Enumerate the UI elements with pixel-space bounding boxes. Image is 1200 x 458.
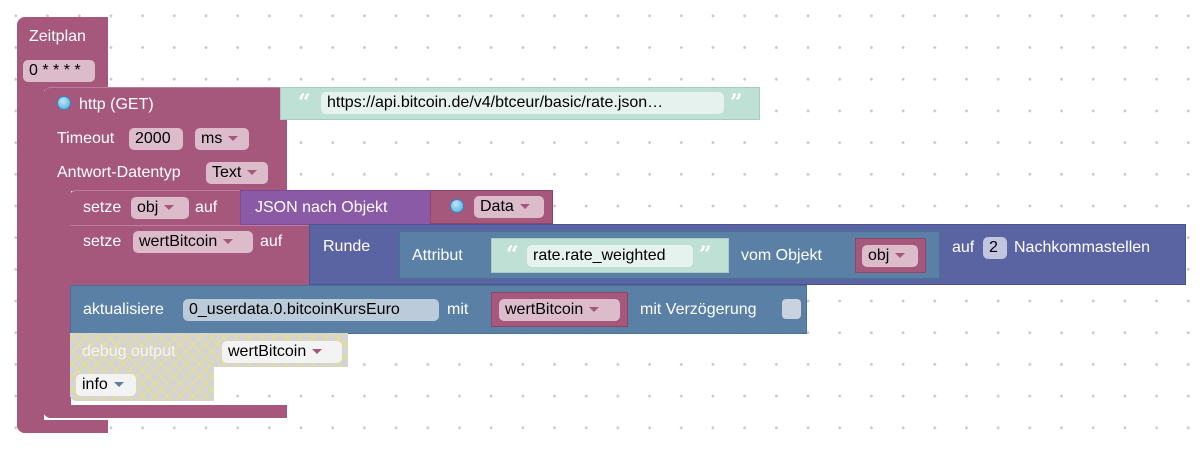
http-title: http (GET) — [79, 96, 154, 113]
debug-label: debug output — [82, 343, 176, 360]
wert-variable-dropdown[interactable]: wertBitcoin — [133, 231, 253, 253]
chevron-down-icon — [228, 136, 239, 142]
chevron-down-icon — [312, 349, 323, 355]
data-variable-value: Data — [480, 198, 514, 215]
data-variable-dropdown[interactable]: Data — [474, 196, 544, 218]
http-block-bottom — [43, 405, 287, 418]
response-type-label: Antwort-Datentyp — [57, 164, 181, 181]
timeout-unit-value: ms — [201, 130, 223, 147]
open-quote-icon: “ — [298, 90, 311, 116]
chevron-down-icon — [113, 382, 124, 388]
update-var-value: wertBitcoin — [505, 301, 584, 318]
update-label: aktualisiere — [83, 301, 164, 318]
set-wert-label: setze — [83, 233, 122, 250]
timeout-input[interactable]: 2000 — [129, 128, 183, 150]
cron-field[interactable]: 0 * * * * — [23, 60, 95, 82]
schedule-title: Zeitplan — [29, 28, 86, 45]
chevron-down-icon — [589, 307, 600, 313]
delay-label: mit Verzögerung — [640, 301, 757, 318]
round-label: Runde — [323, 238, 371, 255]
http-block-spine — [43, 190, 71, 418]
decimals-suffix: Nachkommastellen — [1014, 239, 1151, 256]
close-quote-icon: ” — [730, 90, 743, 116]
schedule-block-spine — [17, 88, 44, 433]
close-quote-icon: ” — [699, 242, 712, 268]
debug-output-block[interactable] — [70, 333, 214, 401]
globe-icon — [57, 96, 71, 110]
debug-var-value: wertBitcoin — [228, 343, 307, 360]
json-to-object-label: JSON nach Objekt — [255, 199, 388, 216]
chevron-down-icon — [223, 239, 234, 245]
chevron-down-icon — [895, 253, 906, 259]
set-obj-to-label: auf — [195, 199, 218, 216]
debug-level-dropdown[interactable]: info — [76, 374, 136, 396]
url-input[interactable]: https://api.bitcoin.de/v4/btceur/basic/r… — [321, 92, 724, 114]
attribute-input[interactable]: rate.rate_weighted — [527, 245, 693, 267]
decimals-prefix: auf — [952, 239, 975, 256]
decimals-input[interactable]: 2 — [983, 237, 1007, 259]
schedule-block-bottom — [17, 420, 108, 433]
update-var-dropdown[interactable]: wertBitcoin — [499, 299, 620, 321]
wert-variable-value: wertBitcoin — [139, 233, 218, 250]
attribute-label: Attribut — [412, 247, 463, 264]
open-quote-icon: “ — [506, 242, 519, 268]
debug-var-dropdown[interactable]: wertBitcoin — [222, 341, 342, 363]
response-type-dropdown[interactable]: Text — [206, 162, 268, 184]
chevron-down-icon — [164, 205, 175, 211]
update-with-label: mit — [447, 301, 469, 318]
obj-variable-dropdown[interactable]: obj — [131, 197, 189, 219]
from-object-label: vom Objekt — [741, 247, 822, 264]
state-id-field[interactable]: 0_userdata.0.bitcoinKursEuro — [183, 299, 439, 321]
obj-ref-dropdown[interactable]: obj — [862, 245, 918, 267]
timeout-unit-dropdown[interactable]: ms — [195, 128, 249, 150]
debug-level-value: info — [82, 376, 108, 393]
chevron-down-icon — [519, 204, 530, 210]
response-type-value: Text — [212, 164, 242, 181]
timeout-label: Timeout — [57, 130, 115, 147]
chevron-down-icon — [247, 170, 258, 176]
set-obj-label: setze — [83, 199, 122, 216]
globe-icon — [450, 199, 464, 213]
obj-variable-value: obj — [137, 199, 159, 216]
obj-ref-value: obj — [868, 247, 890, 264]
set-wert-to-label: auf — [260, 233, 283, 250]
delay-checkbox[interactable] — [782, 299, 801, 319]
